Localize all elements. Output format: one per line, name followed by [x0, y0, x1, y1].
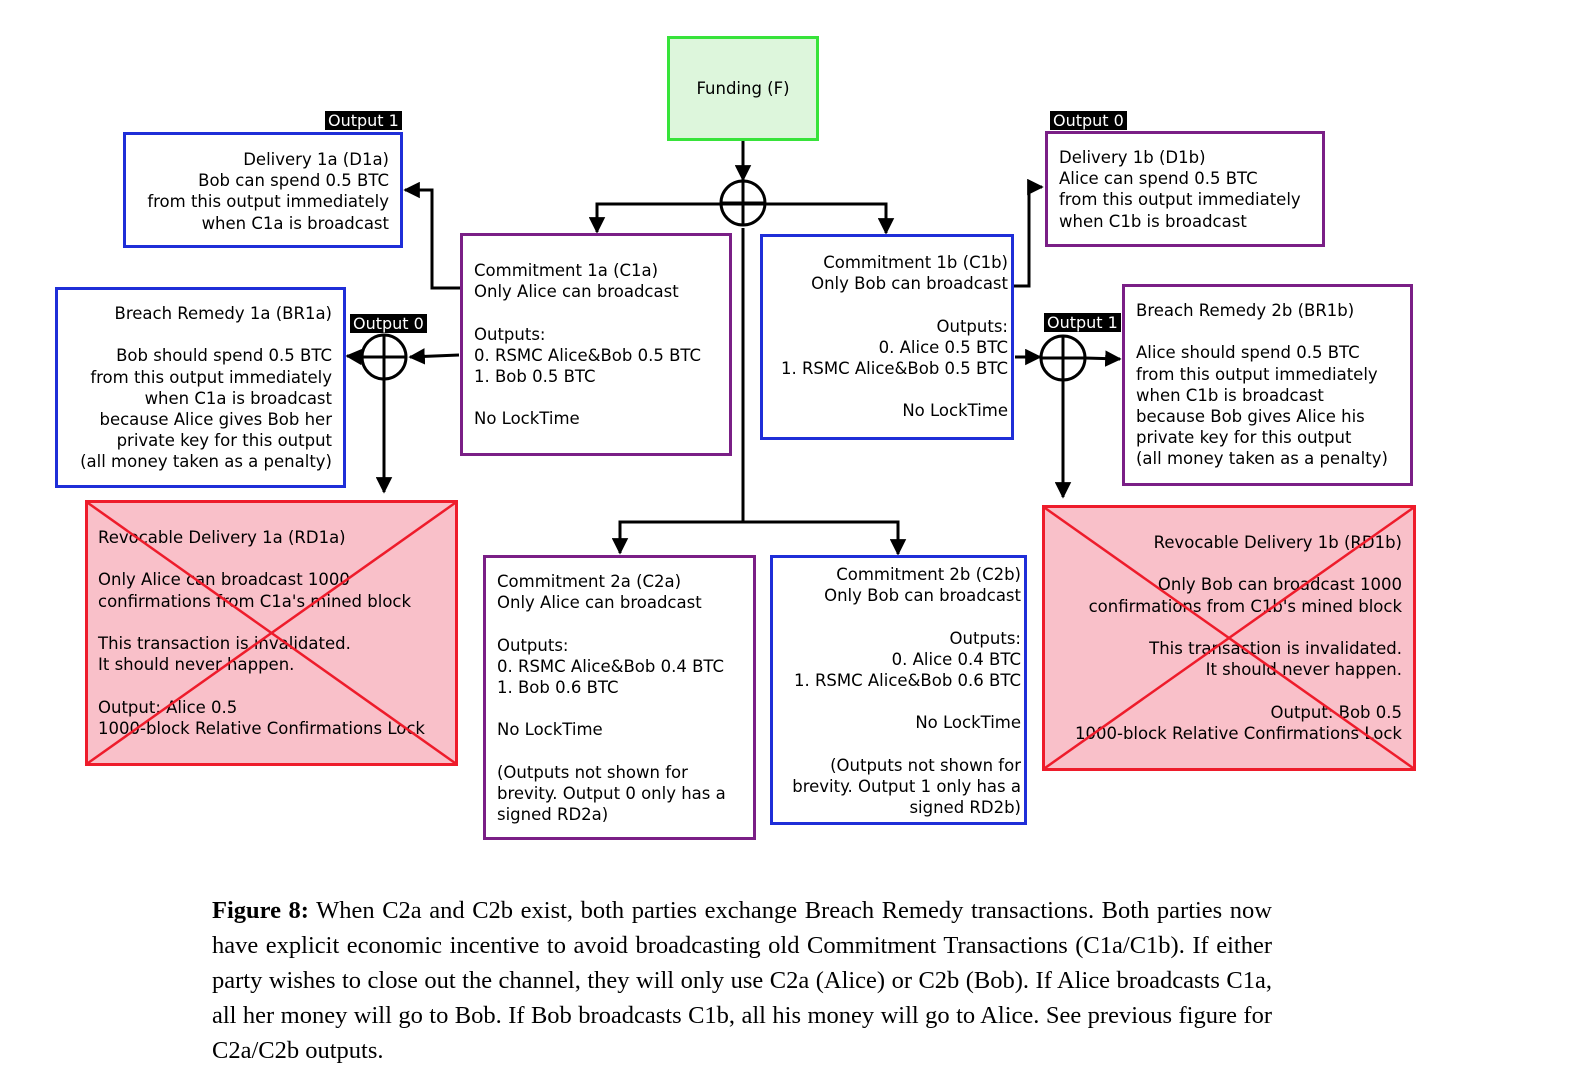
figure-caption: Figure 8: When C2a and C2b exist, both p…: [212, 893, 1272, 1069]
junction-br1a: [360, 333, 408, 381]
edge-c1b-d1b: [1013, 178, 1044, 288]
c1b-label: Commitment 1b (C1b) Only Bob can broadca…: [780, 253, 1008, 421]
br1a-box: Breach Remedy 1a (BR1a) Bob should spend…: [55, 287, 346, 488]
br1b-output-tag: Output 1: [1044, 313, 1121, 332]
c2b-label: Commitment 2b (C2b) Only Bob can broadca…: [792, 565, 1021, 818]
d1b-output-tag: Output 0: [1050, 111, 1127, 130]
c1a-box: Commitment 1a (C1a) Only Alice can broad…: [460, 233, 732, 456]
br1b-label: Breach Remedy 2b (BR1b) Alice should spe…: [1136, 301, 1388, 469]
edge-br1a-junction-br1a: [345, 348, 364, 366]
edge-to-c2a: [611, 520, 743, 555]
c2a-label: Commitment 2a (C2a) Only Alice can broad…: [497, 572, 726, 825]
br1a-output-tag: Output 0: [350, 314, 427, 333]
d1a-box: Delivery 1a (D1a) Bob can spend 0.5 BTC …: [123, 132, 403, 248]
rd1a-box: Revocable Delivery 1a (RD1a) Only Alice …: [85, 500, 458, 766]
funding-box: Funding (F): [667, 36, 819, 141]
edge-br1b-junction-br1b: [1084, 350, 1122, 367]
rd1b-invalidated-cross: [1045, 508, 1413, 768]
rd1a-invalidated-cross: [88, 503, 455, 763]
edge-to-c1a: [588, 202, 743, 234]
br1a-label: Breach Remedy 1a (BR1a) Bob should spend…: [80, 304, 332, 472]
junction-funding: [719, 179, 767, 227]
edge-c1a-d1a: [403, 181, 461, 290]
funding-label: Funding (F): [696, 79, 790, 98]
br1b-box: Breach Remedy 2b (BR1b) Alice should spe…: [1122, 284, 1413, 486]
d1a-label: Delivery 1a (D1a) Bob can spend 0.5 BTC …: [147, 150, 389, 233]
figure-caption-text: When C2a and C2b exist, both parties exc…: [212, 896, 1272, 1065]
c2b-box: Commitment 2b (C2b) Only Bob can broadca…: [770, 555, 1027, 825]
figure-caption-label: Figure 8:: [212, 896, 309, 924]
edge-to-c2b: [743, 520, 907, 556]
d1a-output-tag: Output 1: [325, 111, 402, 130]
rd1b-label: Revocable Delivery 1b (RD1b) Only Bob ca…: [1075, 533, 1402, 743]
d1b-label: Delivery 1b (D1b) Alice can spend 0.5 BT…: [1059, 148, 1301, 231]
c1a-label: Commitment 1a (C1a) Only Alice can broad…: [474, 261, 702, 429]
junction-br1b: [1039, 334, 1087, 382]
edge-c1a-br1a-junction: [408, 348, 460, 365]
rd1b-box: Revocable Delivery 1b (RD1b) Only Bob ca…: [1042, 505, 1416, 771]
rd1a-label: Revocable Delivery 1a (RD1a) Only Alice …: [98, 528, 425, 738]
d1b-box: Delivery 1b (D1b) Alice can spend 0.5 BT…: [1045, 131, 1325, 247]
edge-to-c1b: [743, 202, 895, 235]
c1b-box: Commitment 1b (C1b) Only Bob can broadca…: [760, 234, 1014, 440]
c2a-box: Commitment 2a (C2a) Only Alice can broad…: [483, 555, 756, 840]
